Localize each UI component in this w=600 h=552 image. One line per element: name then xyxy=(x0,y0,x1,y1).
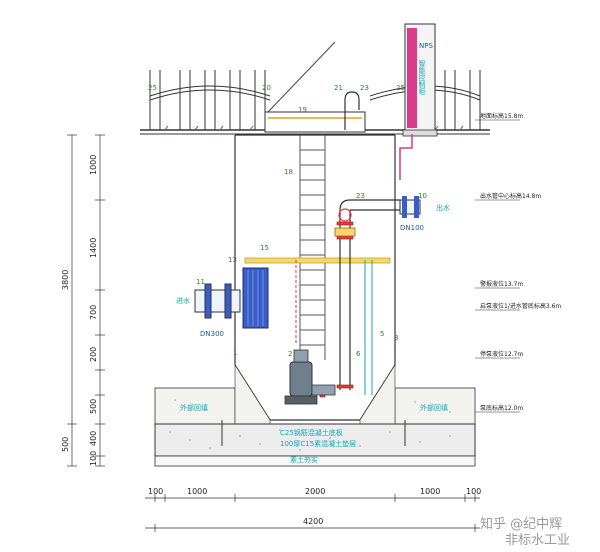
ladder xyxy=(299,135,326,360)
platform xyxy=(244,257,391,264)
dim-v-1000: 1000 xyxy=(89,155,98,175)
level-outlet: 出水管中心标高14.8m xyxy=(480,192,541,200)
gate-valve xyxy=(334,227,356,237)
dim-v-200: 200 xyxy=(89,347,98,362)
discharge-pipe xyxy=(339,196,421,390)
check-valve xyxy=(338,208,352,222)
dim-v-1400: 1400 xyxy=(89,238,98,258)
callout-13: 13 xyxy=(228,256,237,264)
concrete-label-3: 素土夯实 xyxy=(290,455,318,464)
callout-11: 11 xyxy=(196,278,205,286)
dim-h-1000-left: 1000 xyxy=(187,487,207,496)
concrete-label-1: C25钢筋混凝土底板 xyxy=(280,428,343,437)
callout-markers: 25 20 21 23 25 19 18 23 10 15 13 11 1 2 … xyxy=(148,84,427,358)
callout-6: 6 xyxy=(356,350,361,358)
backfill-wedge-left xyxy=(234,363,271,425)
dim-v-700: 700 xyxy=(89,305,98,320)
panel-logo: NPS xyxy=(419,42,433,50)
backfill-right-label: 外部回填 xyxy=(420,403,448,412)
inlet-size-label: DN300 xyxy=(200,330,224,338)
vent-pipe xyxy=(344,91,360,130)
dim-h-2000: 2000 xyxy=(305,487,325,496)
callout-15: 15 xyxy=(260,244,269,252)
watermark-line1: 知乎 @纪中辉 xyxy=(480,516,562,532)
dim-v-500: 500 xyxy=(89,399,98,414)
callout-16: 18 xyxy=(284,168,293,176)
callout-1: 1 xyxy=(233,349,237,357)
submersible-pump xyxy=(284,349,336,405)
vertical-dimension-lines xyxy=(67,134,105,467)
dim-v-base-left: 500 xyxy=(61,437,70,452)
panel-text: 智能控制柜 xyxy=(418,59,426,96)
dim-h-100-right: 100 xyxy=(466,487,481,496)
callout-18: 19 xyxy=(298,106,307,114)
anchor-bolts xyxy=(221,420,406,446)
dim-h-100-left: 100 xyxy=(148,487,163,496)
cable xyxy=(399,134,413,180)
level-stop: 停泵液位12.7m xyxy=(480,350,523,358)
guide-rails xyxy=(364,260,373,395)
level-alarm: 警报液位13.7m xyxy=(480,280,523,288)
concrete-label-2: 100厚C15素混凝土垫层 xyxy=(280,439,356,448)
dim-v-total: 3800 xyxy=(61,270,70,290)
inlet-flow-label: 进水 xyxy=(176,296,190,305)
callout-25: 25 xyxy=(148,84,157,92)
callout-23: 23 xyxy=(356,192,365,200)
callout-21: 25 xyxy=(396,84,405,92)
concrete-base xyxy=(154,423,476,457)
outlet-size-label: DN100 xyxy=(400,224,424,232)
hatch-lid xyxy=(267,41,336,113)
inlet-basket xyxy=(242,267,269,329)
dim-h-total: 4200 xyxy=(303,517,323,526)
backfill-right xyxy=(394,387,476,425)
hatch-cover xyxy=(264,111,366,133)
level-markers xyxy=(475,119,520,413)
dim-v-400: 400 xyxy=(89,431,98,446)
callout-19: 21 xyxy=(334,84,343,92)
dim-h-1000-right: 1000 xyxy=(420,487,440,496)
inlet-pipe xyxy=(194,283,241,319)
backfill-left-label: 外部回填 xyxy=(180,403,208,412)
callout-2: 2 xyxy=(288,350,292,358)
watermark-line2: 非标水工业 xyxy=(505,533,570,548)
dim-v-100: 100 xyxy=(89,451,98,466)
level-start: 启泵液位1/进水管底标高3.6m xyxy=(480,302,561,310)
callout-17: 20 xyxy=(262,84,271,92)
horizontal-dimension-lines xyxy=(145,494,480,532)
level-ground: 地面标高15.8m xyxy=(480,112,523,120)
outlet-flow-label: 出水 xyxy=(436,203,450,212)
level-pump-bottom: 泵底标高12.0m xyxy=(480,404,523,412)
callout-10: 10 xyxy=(418,192,427,200)
concrete-speckles xyxy=(169,399,451,451)
callout-5: 5 xyxy=(380,330,384,338)
backfill-left xyxy=(154,387,236,425)
lean-concrete xyxy=(154,455,476,467)
callout-3: 3 xyxy=(394,334,398,342)
callout-20: 23 xyxy=(360,84,369,92)
